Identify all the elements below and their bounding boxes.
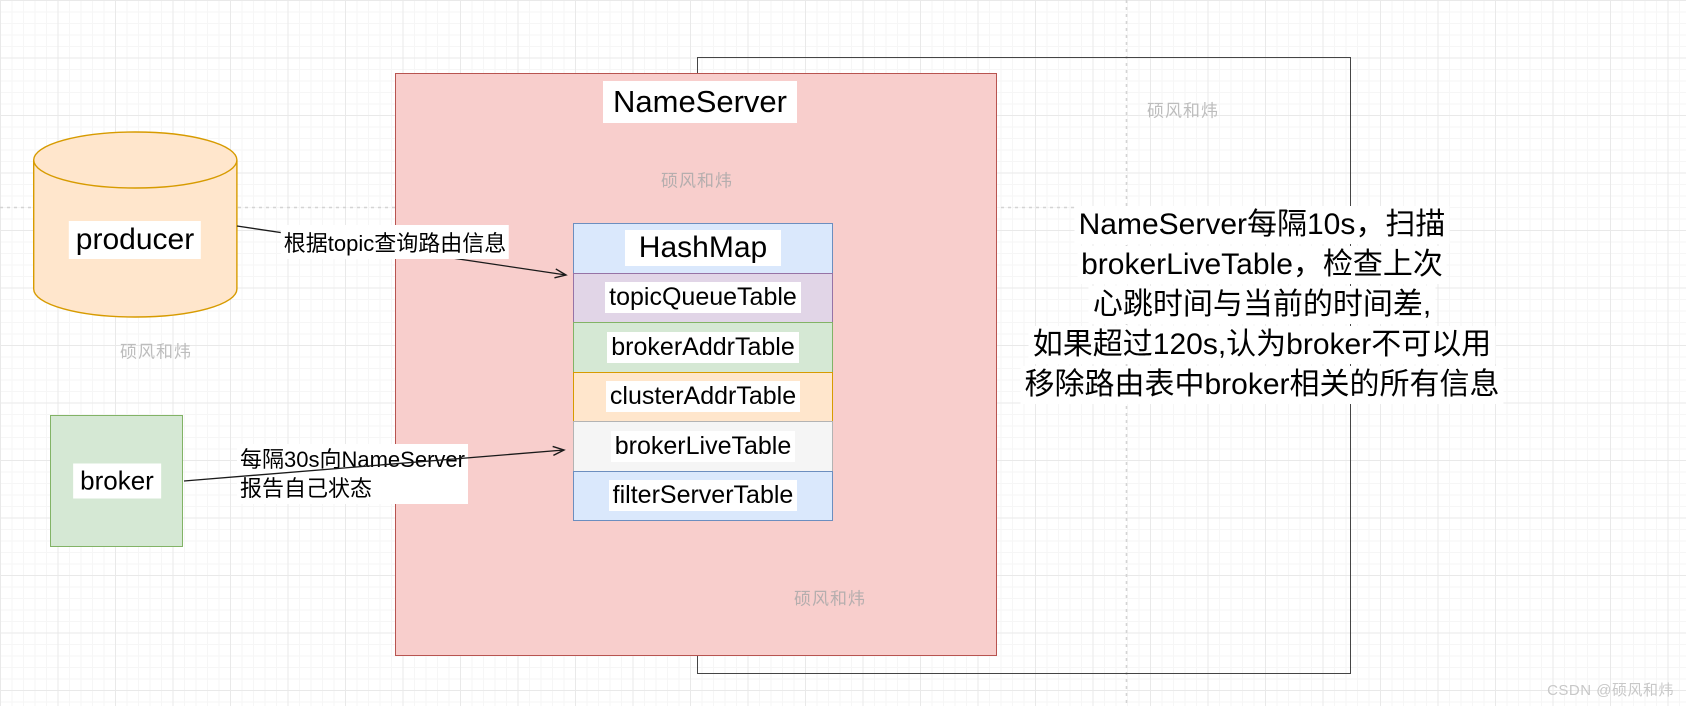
note-line: brokerLiveTable，检查上次 [1020,246,1503,286]
table-row: filterServerTable [573,470,833,521]
watermark-nameserver-top: 硕风和炜 [661,171,733,191]
note-line: 心跳时间与当前的时间差, [1020,286,1503,326]
producer-label: producer [68,221,202,259]
broker-label: broker [73,463,161,499]
broker-arrow-label: 每隔30s向NameServer 报告自己状态 [237,444,468,504]
table-cell-label: filterServerTable [608,480,798,512]
table-header-row: HashMap [573,223,833,274]
table-cell-label: brokerLiveTable [610,430,796,462]
csdn-watermark: CSDN @硕风和炜 [1547,682,1674,699]
broker-arrow-label-line2: 报告自己状态 [240,476,373,501]
table-row: brokerAddrTable [573,322,833,373]
table-cell-label: brokerAddrTable [607,331,799,363]
watermark-left: 硕风和炜 [120,342,192,362]
table-cell-label: topicQueueTable [605,282,801,314]
table-cell-label: HashMap [624,230,782,267]
nameserver-title: NameServer [603,81,797,123]
table-row: brokerLiveTable [573,421,833,472]
producer-arrow-label: 根据topic查询路由信息 [280,225,510,259]
table-cell-label: clusterAddrTable [605,381,801,413]
note-line: 如果超过120s,认为broker不可以用 [1020,326,1503,366]
table-row: topicQueueTable [573,272,833,323]
note-block: NameServer每隔10s，扫描 brokerLiveTable，检查上次 … [1020,206,1504,406]
watermark-top-right: 硕风和炜 [1147,101,1219,121]
watermark-nameserver-bottom: 硕风和炜 [794,589,866,609]
table-row: clusterAddrTable [573,371,833,422]
note-line: NameServer每隔10s，扫描 [1020,206,1503,246]
note-line: 移除路由表中broker相关的所有信息 [1020,366,1504,406]
broker-arrow-label-line1: 每隔30s向NameServer [240,447,465,472]
hashmap-table: HashMap topicQueueTable brokerAddrTable clu… [573,223,833,521]
cylinder-top [33,131,238,189]
